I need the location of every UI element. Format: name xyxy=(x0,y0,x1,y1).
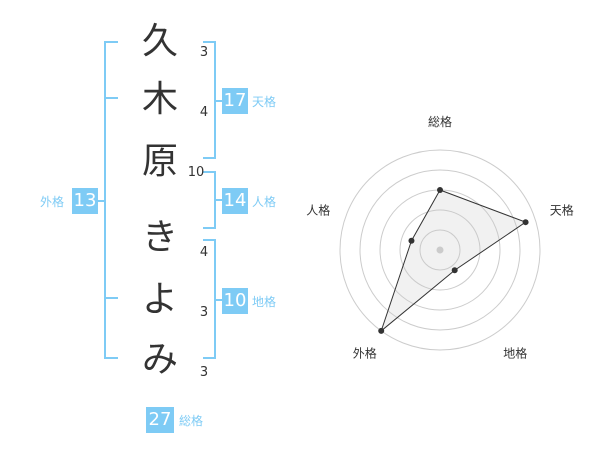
radar-center-dot xyxy=(436,246,444,254)
name-char-6: み xyxy=(141,339,178,380)
tenkaku-value-badge: 17 xyxy=(222,88,248,114)
name-char-3: 原 xyxy=(141,141,178,182)
radar-point-1 xyxy=(437,187,443,193)
radar-axis-label-5: 人格 xyxy=(306,202,330,217)
radar-ring-4 xyxy=(359,169,521,331)
radar-point-3 xyxy=(451,267,458,274)
jinkaku-value-badge: 14 xyxy=(222,188,248,214)
stroke-count-6: 3 xyxy=(199,365,209,380)
stroke-count-4: 4 xyxy=(199,245,209,260)
stroke-count-5: 3 xyxy=(199,305,209,320)
gaikaku-label: 外格 xyxy=(40,195,65,209)
radar-ring-5 xyxy=(339,149,541,351)
chikaku-label: 地格 xyxy=(252,295,277,309)
stroke-count-1: 3 xyxy=(199,45,209,60)
name-char-1: 久 xyxy=(141,21,178,62)
chikaku-value-badge: 10 xyxy=(222,288,248,314)
radar-axis-label-1: 総格 xyxy=(428,114,452,129)
stroke-count-2: 4 xyxy=(199,105,209,120)
radar-point-5 xyxy=(408,237,415,244)
radar-ring-1 xyxy=(419,229,461,271)
name-char-2: 木 xyxy=(141,79,178,120)
radar-polygon xyxy=(380,189,527,333)
gaikaku-value-badge: 13 xyxy=(72,188,98,214)
radar-axis-label-3: 地格 xyxy=(503,346,527,361)
radar-ring-2 xyxy=(399,209,481,291)
tenkaku-label: 天格 xyxy=(252,95,277,109)
radar-point-2 xyxy=(522,219,529,226)
radar-point-4 xyxy=(378,327,385,334)
name-char-4: き xyxy=(141,217,178,258)
jinkaku-label: 人格 xyxy=(252,195,277,209)
stroke-count-3: 10 xyxy=(187,165,205,180)
radar-axis-label-4: 外格 xyxy=(353,346,377,361)
soukaku-value-badge: 27 xyxy=(146,407,174,433)
soukaku-label: 総格 xyxy=(179,414,204,428)
radar-axis-label-2: 天格 xyxy=(550,202,574,217)
name-char-5: よ xyxy=(141,279,178,320)
